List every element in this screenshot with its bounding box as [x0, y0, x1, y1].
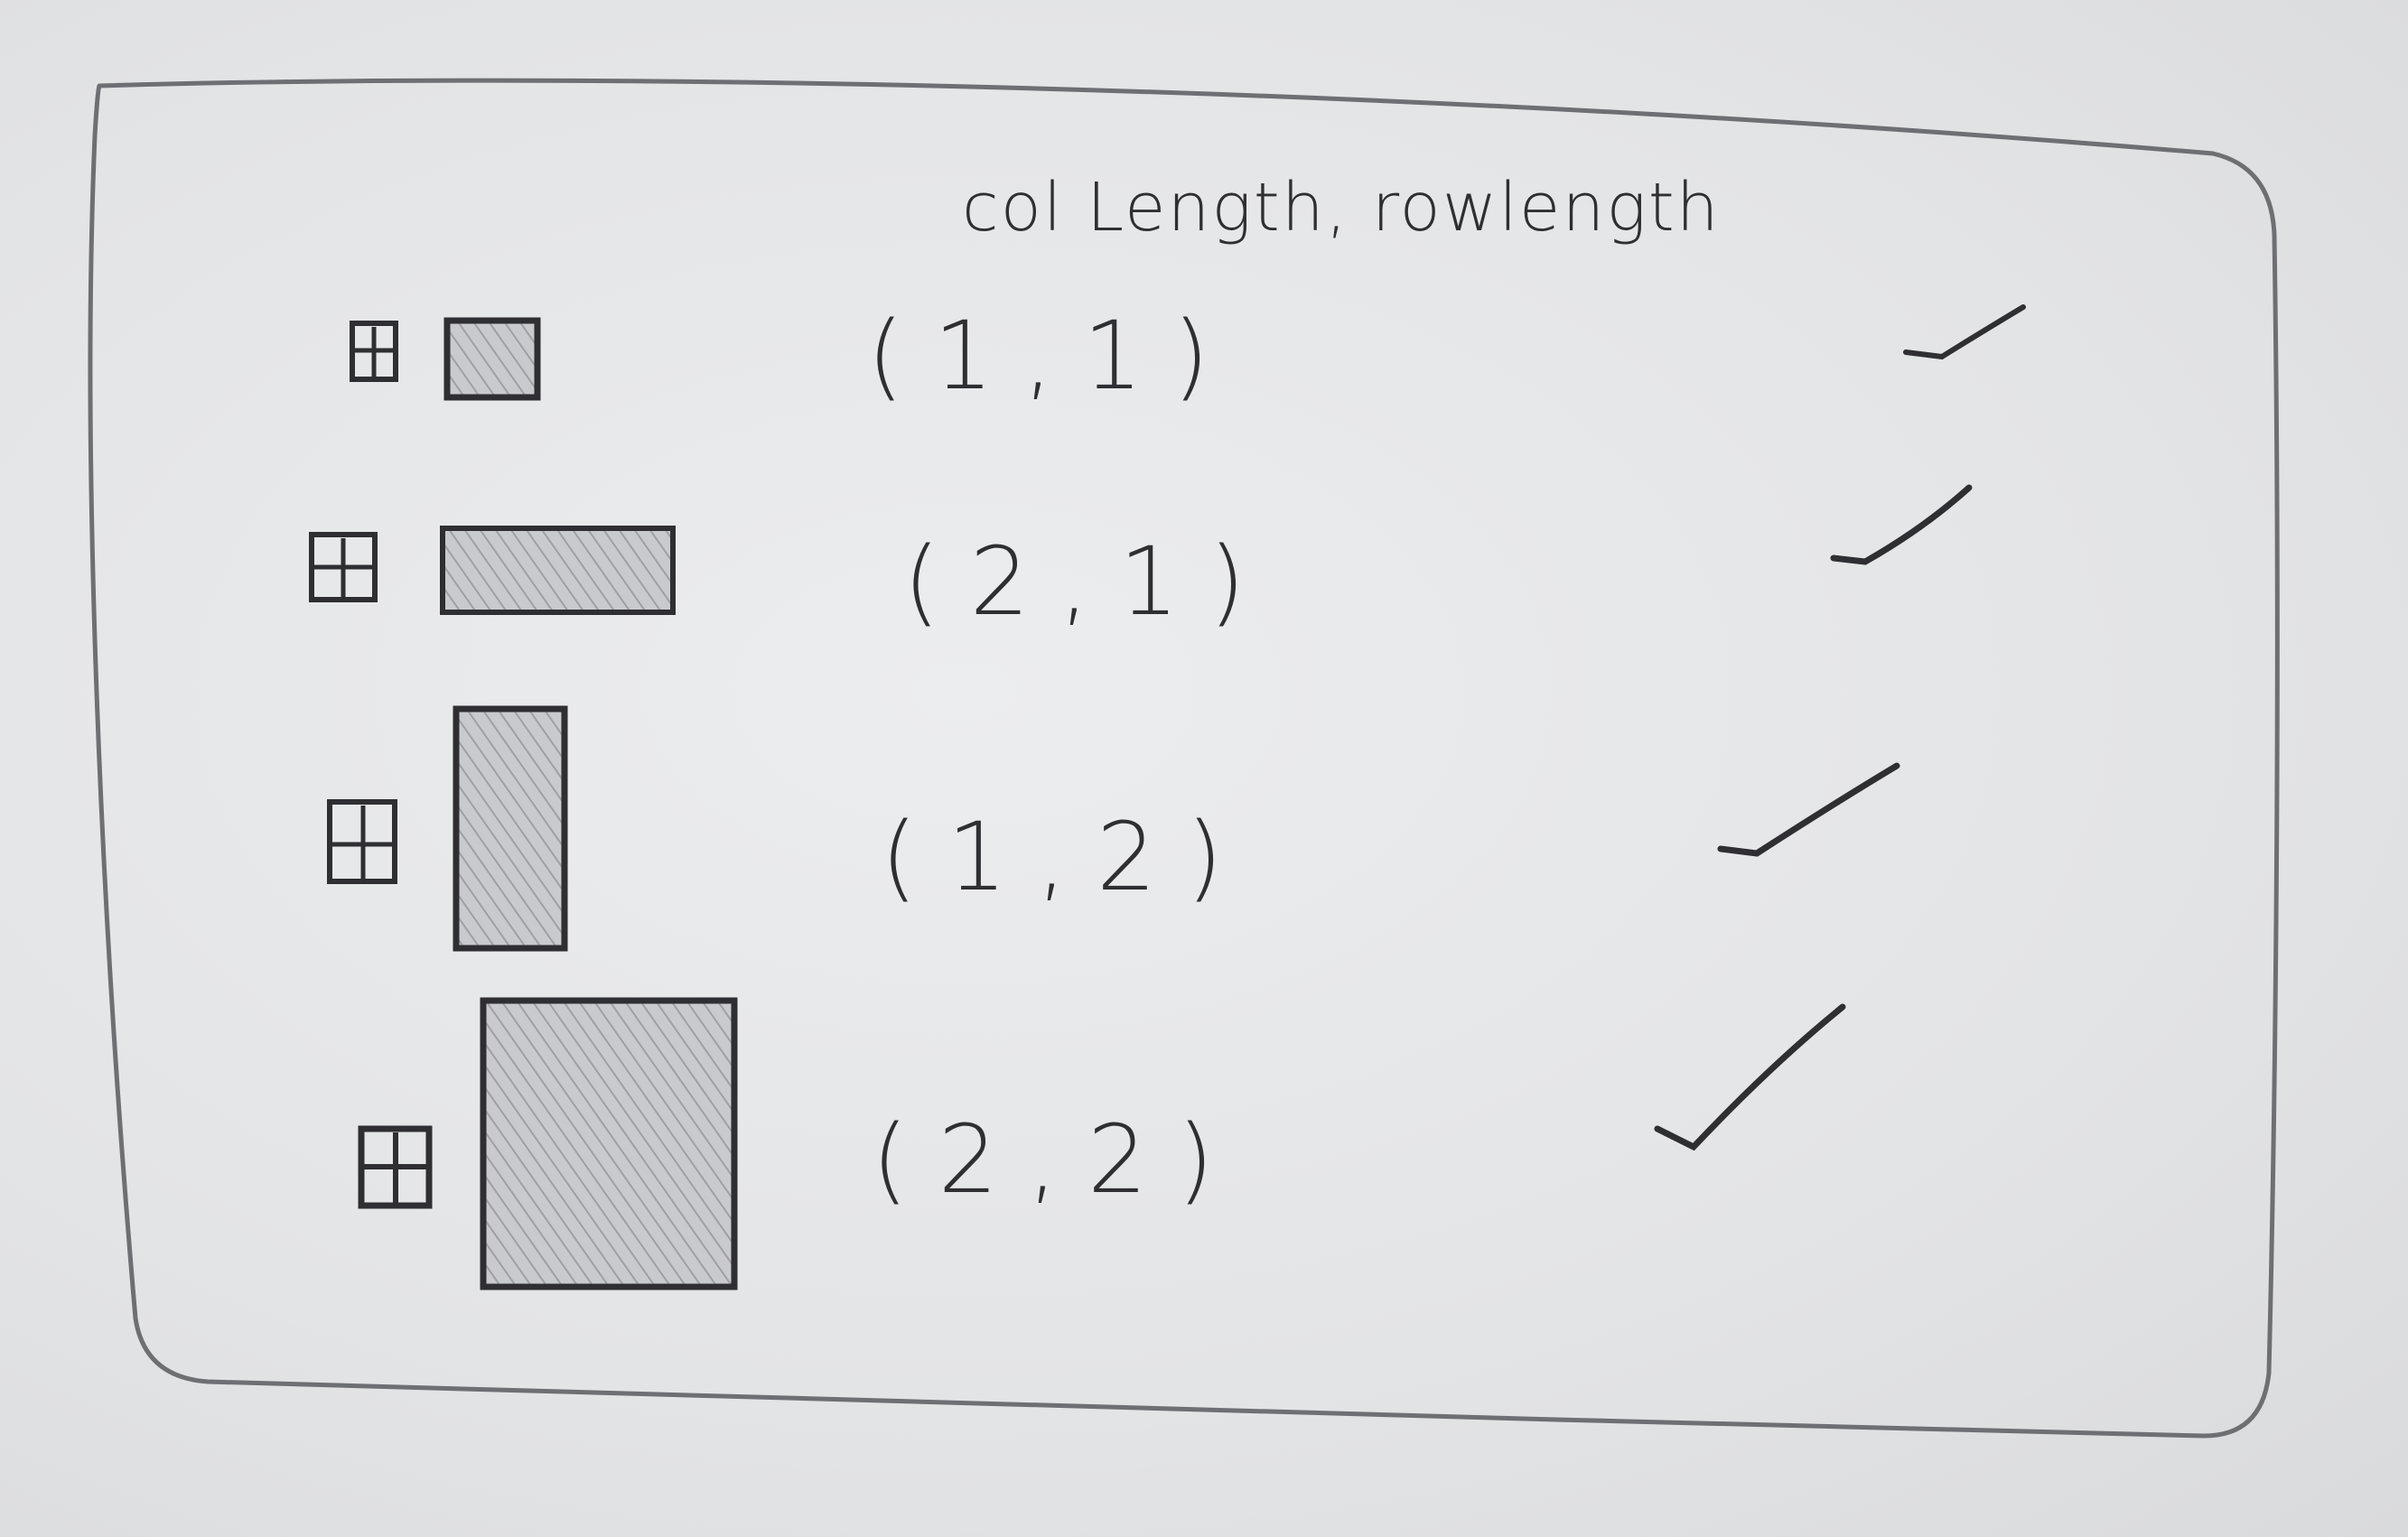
row-3: ( 1 , 2 ) — [327, 705, 1900, 952]
header-label: col Length, rowlength — [962, 169, 1721, 247]
check-icon — [1717, 762, 1900, 857]
shape-tall-rectangle — [453, 705, 568, 952]
check-icon — [1830, 484, 1973, 565]
check-icon — [1654, 1003, 1846, 1151]
check-icon — [1903, 304, 2026, 360]
row-icon — [350, 321, 398, 382]
row-4: ( 2 , 2 ) — [358, 997, 1846, 1290]
shape-wide-rectangle — [440, 526, 676, 615]
row-icon — [327, 799, 397, 884]
tuple-value: ( 1 , 2 ) — [881, 802, 1223, 912]
frame-border — [88, 78, 2280, 1439]
row-icon — [309, 532, 378, 602]
shape-small-square — [443, 317, 541, 401]
row-icon — [358, 1125, 433, 1209]
tuple-value: ( 2 , 2 ) — [872, 1104, 1214, 1215]
row-2: ( 2 , 1 ) — [309, 484, 1973, 637]
tuple-value: ( 2 , 1 ) — [903, 526, 1246, 637]
tuple-value: ( 1 , 1 ) — [867, 301, 1209, 411]
shape-large-square — [480, 997, 738, 1290]
row-1: ( 1 , 1 ) — [350, 301, 2026, 411]
